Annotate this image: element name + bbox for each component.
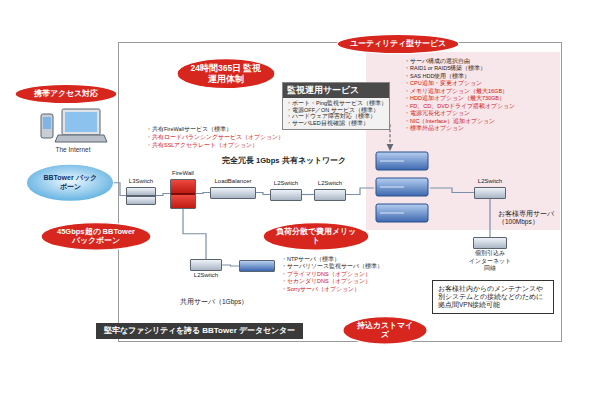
- service-item: ・ポート・Ping監視サービス（標準）: [283, 100, 389, 107]
- network-link: [183, 209, 206, 260]
- firewall-icon: [170, 179, 196, 209]
- server-heading: お客様専用サーバ（100Mbps）: [498, 210, 558, 226]
- switch-icon: [126, 187, 156, 205]
- laptop-node: The Internet: [38, 106, 108, 154]
- service-item: ・サーバ構成の選択自由: [404, 58, 556, 65]
- network-link: [256, 193, 270, 195]
- note-label: 完全冗長 1Gbps 共有ネットワーク: [222, 156, 346, 165]
- switch-icon: [210, 187, 256, 199]
- callout-node: 45Gbps超の BBTower バックボーン: [40, 222, 152, 251]
- device-label: FireWall: [166, 170, 200, 178]
- service-list: ・NTPサーバ（標準）・サーバリソース監視サーバ（標準）・プライマリDNS（オプ…: [281, 256, 383, 293]
- device-label: L3Switch: [124, 178, 158, 186]
- service-item: ・NTPサーバ（標準）: [281, 256, 383, 263]
- network-link: [489, 199, 490, 238]
- service-item: ・NIC（Interface）追加オプション: [404, 118, 556, 125]
- dev-node: L2Switch: [472, 178, 508, 200]
- callout-text: 45Gbps超の BBTower バックボーン: [54, 227, 138, 246]
- callout-text: 負荷分散で費用メリット: [276, 227, 356, 246]
- network-link: [302, 194, 314, 195]
- switch-icon: [474, 187, 506, 199]
- dev-node: L2Switch: [312, 180, 348, 202]
- service-item: ・プライマリDNS（オプション）: [281, 271, 383, 278]
- dev-node: 個別引込み インターネット 回線: [465, 236, 515, 273]
- callout-node: 持込カストマイズ: [342, 316, 428, 345]
- label-slot: 共用サーバ（1Gbps）: [180, 290, 248, 308]
- laptop-phone-icon: [38, 106, 108, 146]
- callout-text: 24時間365日 監視運用体制: [190, 63, 262, 84]
- utility-area: [366, 52, 560, 230]
- label-slot: ・共有ロードバランシングサービス（オプション）: [146, 125, 284, 143]
- network-link: [156, 194, 170, 196]
- dev-node: L2Switch: [188, 258, 224, 280]
- service-item: ・RAID1 or RAID5構築（標準）: [404, 65, 556, 72]
- service-item: ・メモリ追加オプション（最大16GB）: [404, 88, 556, 95]
- callout-node: 24時間365日 監視運用体制: [176, 58, 276, 89]
- note-node: お客様社内からのメンテナンスや別システムとの接続などのために拠点間VPN接続可能: [432, 280, 554, 314]
- shared-node: ・NTPサーバ（標準）・サーバリソース監視サーバ（標準）・プライマリDNS（オプ…: [236, 256, 386, 293]
- dev-node: FireWall: [166, 170, 200, 210]
- network-link: [114, 183, 126, 196]
- service-item: ・Sorryサーバ（オプション）: [281, 286, 383, 293]
- note-label: ・共有ロードバランシングサービス（オプション）: [146, 134, 284, 140]
- network-link: [430, 188, 474, 193]
- device-label: LoadBalancer: [208, 178, 258, 186]
- service-item: ・SAS HDD使用（標準）: [404, 73, 556, 80]
- ellipse-node: BBTower バックボーン: [26, 164, 114, 202]
- facility-banner: 堅牢なファシリティを誇る BBTower データセンター: [96, 323, 303, 339]
- network-link: [222, 265, 239, 266]
- callout-text: 持込カストマイズ: [356, 321, 414, 340]
- device-label: L2Switch: [312, 180, 348, 188]
- device-label: L2Switch: [188, 272, 224, 280]
- dev-node: L3Switch: [124, 178, 158, 206]
- list-node: ・サーバ構成の選択自由・RAID1 or RAID5構築（標準）・SAS HDD…: [404, 58, 556, 133]
- label-slot: ・共有FireWallサービス（標準）: [146, 117, 232, 135]
- device-label: L2Switch: [472, 178, 508, 186]
- note-label: ・共有FireWallサービス（標準）: [146, 126, 232, 132]
- service-item: ・ハードウェア障害対応（標準）: [283, 113, 389, 120]
- internet-label: The Internet: [38, 146, 108, 154]
- service-item: ・CPU追加・変更オプション: [404, 80, 556, 87]
- callout-node: 負荷分散で費用メリット: [262, 222, 370, 251]
- device-label: L2Switch: [268, 180, 304, 188]
- switch-icon: [190, 259, 222, 271]
- service-item: ・HDD追加オプション（最大730GB）: [404, 95, 556, 102]
- dev-node: L2Switch: [268, 180, 304, 202]
- service-item: ・サーバリソース監視サーバ（標準）: [281, 263, 383, 270]
- label-slot: 完全冗長 1Gbps 共有ネットワーク: [222, 149, 346, 167]
- service-item: ・FD、CD、DVDドライブ搭載オプション: [404, 103, 556, 110]
- panel-node: 監視運用サービス・ポート・Ping監視サービス（標準）・電源OFF／ON サービ…: [282, 82, 390, 130]
- panel-heading: 監視運用サービス: [283, 83, 389, 98]
- network-link: [346, 188, 374, 195]
- callout-text: ユーティリティ型サービス: [350, 39, 446, 49]
- callout-text: 携帯アクセス対応: [28, 89, 104, 99]
- note-text: お客様社内からのメンテナンスや別システムとの接続などのために拠点間VPN接続可能: [438, 285, 548, 309]
- callout-node: ユーティリティ型サービス: [336, 34, 460, 54]
- service-item: ・サーバLED目視確認（標準）: [283, 120, 389, 127]
- service-item: ・電源OFF／ON サービス（標準）: [283, 107, 389, 114]
- switch-icon: [270, 189, 302, 201]
- label-slot: ・共有SSLアクセラレート（オプション）: [146, 133, 258, 151]
- dev-node: LoadBalancer: [208, 178, 258, 200]
- servers-node: お客様専用サーバ（100Mbps）: [374, 150, 430, 226]
- switch-icon: [314, 189, 346, 201]
- service-item: ・セカンダリDNS（オプション）: [281, 278, 383, 285]
- note-label: 共用サーバ（1Gbps）: [180, 298, 248, 305]
- service-item: ・電源冗長化オプション: [404, 110, 556, 117]
- network-link: [196, 193, 210, 194]
- server-stack: [374, 150, 430, 226]
- device-label: 個別引込み インターネット 回線: [465, 250, 515, 273]
- server-icon: [239, 260, 275, 272]
- service-item: ・標準外品オプション: [404, 125, 556, 132]
- backbone-label: BBTower バックボーン: [40, 174, 100, 192]
- switch-icon: [473, 237, 507, 249]
- note-label: ・共有SSLアクセラレート（オプション）: [146, 142, 258, 148]
- datacenter-frame: 堅牢なファシリティを誇る BBTower データセンターFireWallLoad…: [118, 42, 562, 342]
- callout-node: 携帯アクセス対応: [14, 84, 118, 104]
